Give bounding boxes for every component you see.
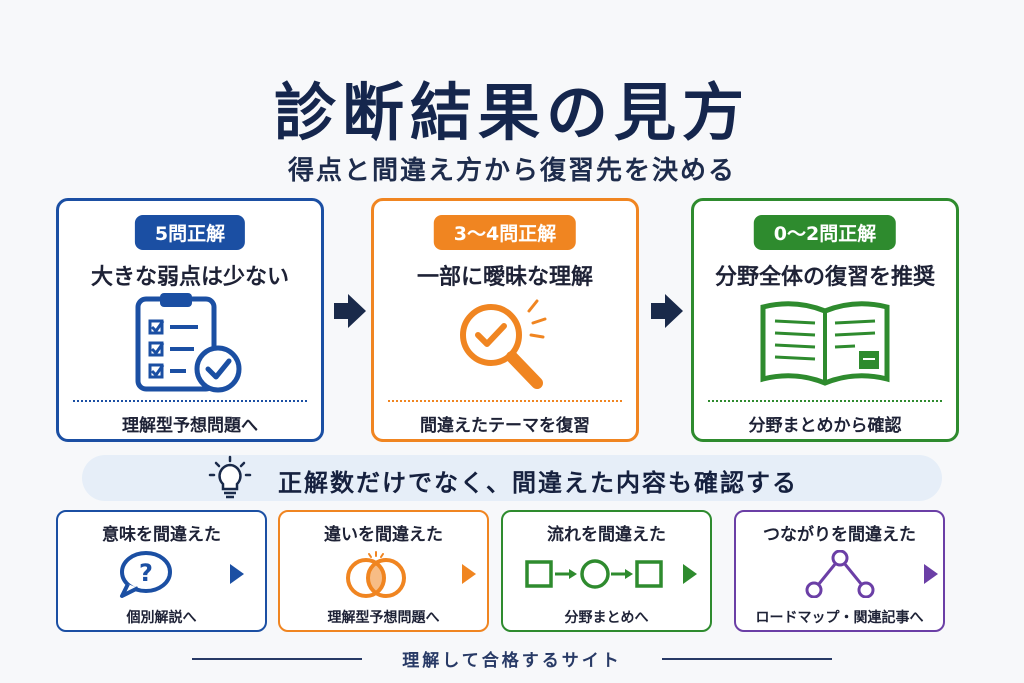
network-nodes-icon bbox=[736, 549, 943, 599]
mistake-action-link[interactable]: 個別解説へ bbox=[126, 610, 197, 626]
play-arrow-icon bbox=[462, 564, 476, 588]
footer-rule-left bbox=[192, 658, 362, 660]
result-card-mid: 3～4問正解 一部に曖昧な理解 間違えたテーマを復習 bbox=[371, 198, 639, 442]
mistake-action-link[interactable]: ロードマップ・関連記事へ bbox=[755, 610, 924, 626]
mistake-card-meaning[interactable]: 意味を間違えた ? 個別解説へ bbox=[56, 510, 267, 632]
open-book-icon bbox=[755, 293, 895, 397]
question-bubble-icon: ? bbox=[58, 550, 265, 598]
card-footer-link[interactable]: 理解型予想問題へ bbox=[122, 416, 258, 436]
magnifier-check-icon bbox=[445, 293, 565, 397]
card-footer-link[interactable]: 分野まとめから確認 bbox=[748, 416, 902, 436]
card-headline: 一部に曖昧な理解 bbox=[416, 265, 593, 290]
page-subtitle: 得点と間違え方から復習先を決める bbox=[287, 156, 736, 186]
card-footer-link[interactable]: 間違えたテーマを復習 bbox=[420, 416, 590, 436]
play-arrow-icon bbox=[683, 564, 697, 588]
divider bbox=[708, 400, 942, 402]
arrow-right-icon bbox=[651, 294, 683, 332]
venn-diagram-icon bbox=[280, 550, 487, 598]
score-badge: 5問正解 bbox=[134, 215, 246, 250]
divider bbox=[73, 400, 307, 402]
result-card-low: 0～2問正解 分野全体の復習を推奨 分野まとめから確認 bbox=[691, 198, 959, 442]
divider bbox=[388, 400, 622, 402]
arrow-right-icon bbox=[334, 294, 366, 332]
result-card-high: 5問正解 大きな弱点は少ない 理解型予想問題へ bbox=[56, 198, 324, 442]
page-title: 診断結果の見方 bbox=[273, 76, 750, 149]
mistake-title: つながりを間違えた bbox=[763, 525, 916, 545]
play-arrow-icon bbox=[924, 564, 938, 588]
card-headline: 分野全体の復習を推奨 bbox=[714, 265, 935, 290]
mistake-title: 意味を間違えた bbox=[102, 525, 221, 545]
play-arrow-icon bbox=[230, 564, 244, 588]
mistake-action-link[interactable]: 分野まとめへ bbox=[564, 610, 649, 626]
score-badge: 3～4問正解 bbox=[433, 215, 577, 250]
card-headline: 大きな弱点は少ない bbox=[90, 265, 289, 290]
tip-text: 正解数だけでなく、間違えた内容も確認する bbox=[278, 469, 798, 497]
mistake-card-flow[interactable]: 流れを間違えた 分野まとめへ bbox=[501, 510, 712, 632]
clipboard-check-icon bbox=[130, 293, 250, 397]
site-tagline: 理解して合格するサイト bbox=[402, 651, 622, 671]
mistake-card-difference[interactable]: 違いを間違えた 理解型予想問題へ bbox=[278, 510, 489, 632]
footer-rule-right bbox=[662, 658, 832, 660]
lightbulb-icon bbox=[206, 455, 254, 505]
mistake-card-connection[interactable]: つながりを間違えた ロードマップ・関連記事へ bbox=[734, 510, 945, 632]
score-badge: 0～2問正解 bbox=[753, 215, 897, 250]
mistake-title: 違いを間違えた bbox=[324, 525, 443, 545]
mistake-action-link[interactable]: 理解型予想問題へ bbox=[327, 610, 440, 626]
mistake-title: 流れを間違えた bbox=[547, 525, 666, 545]
flow-steps-icon bbox=[503, 550, 710, 598]
tip-banner: 正解数だけでなく、間違えた内容も確認する bbox=[82, 455, 942, 501]
svg-text:?: ? bbox=[139, 559, 153, 587]
